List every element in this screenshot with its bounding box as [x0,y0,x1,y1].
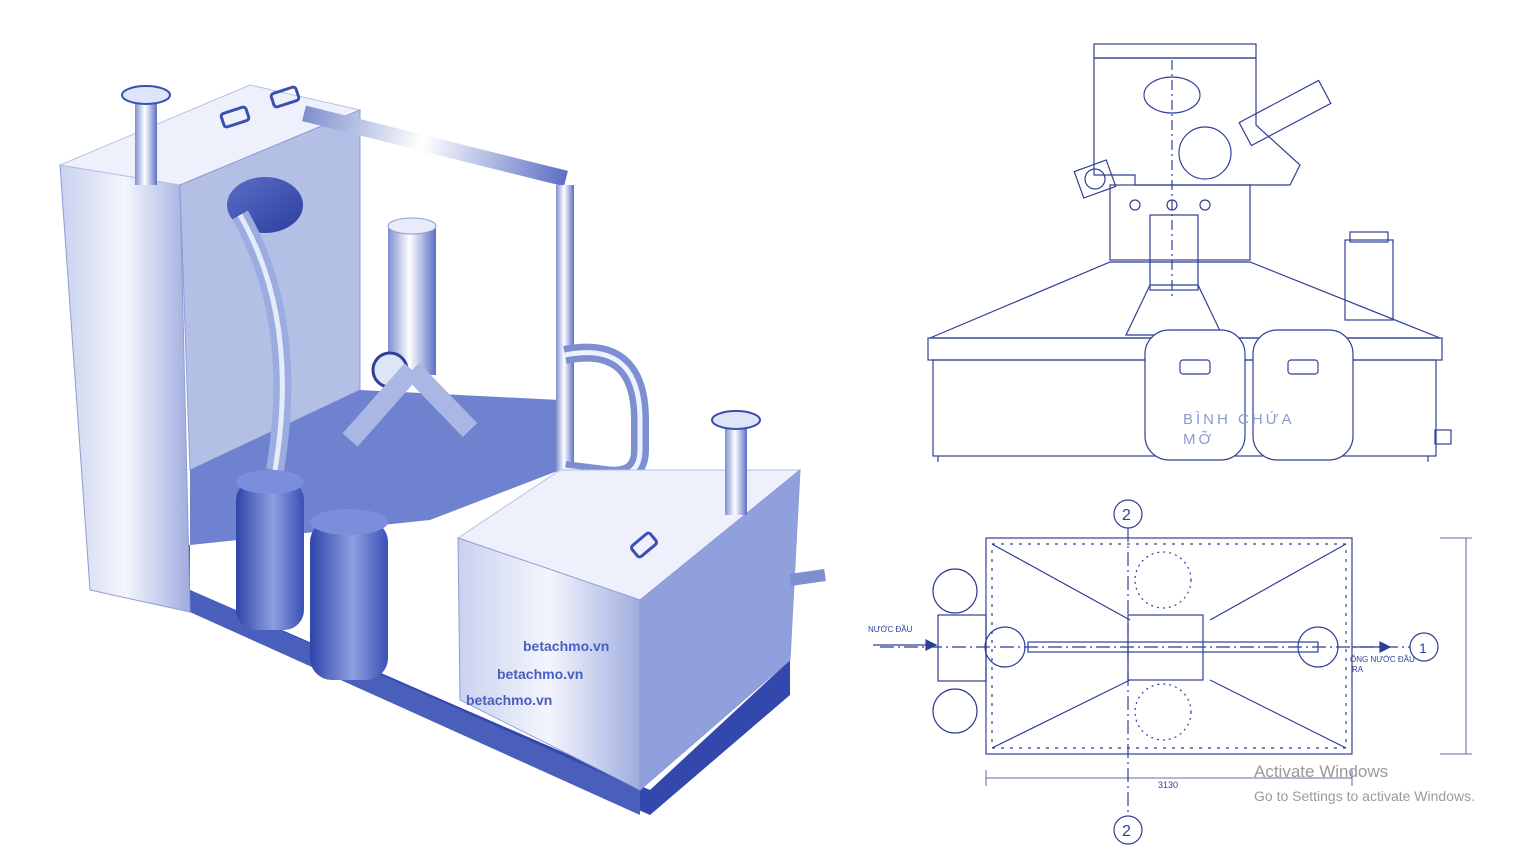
section-marker-top-label: 2 [1122,507,1131,524]
roof [929,261,1441,339]
watermark-3: betachmo.vn [466,692,552,708]
bolt-3 [1199,199,1211,211]
center-column [388,225,436,375]
manhole-top [1134,551,1192,609]
top-manhole [1143,76,1201,114]
tank-label-line1: BÌNH CHỨA [1183,411,1295,428]
valve [1434,429,1452,445]
watermark-1: betachmo.vn [523,638,609,654]
outlet-arrow-head [1379,641,1392,653]
inlet-ring [984,626,1026,668]
hatch-2 [269,85,301,109]
section-marker-bottom [1113,815,1143,845]
section-marker-bottom-label: 2 [1122,823,1131,840]
hatch-3 [630,531,658,559]
diag-2 [1209,543,1347,621]
outlet-label-line2: RA [1352,665,1364,674]
watermark-2: betachmo.vn [497,666,583,682]
outlet-label-line1: ỐNG NƯỚC ĐẦU [1350,654,1415,664]
bolt-1 [1129,199,1141,211]
outlet-ring [1297,626,1339,668]
grease-trap-photo: betachmo.vn betachmo.vn betachmo.vn [58,84,826,815]
round-hatch [1178,126,1232,180]
top-pipe [302,105,568,187]
grease-drum-1 [1144,329,1246,461]
central-pipe [1027,641,1319,653]
drain-outlet [789,569,826,586]
drum-2-top [310,509,388,535]
outlet-riser [725,425,747,515]
section-marker-right-label: 1 [1419,640,1427,656]
drum-1-top [236,470,304,494]
manhole-bottom [1134,683,1192,741]
outlet-flange [711,410,761,430]
pump-top [932,568,978,614]
left-tank-front [59,164,191,613]
column [1109,184,1251,261]
pump-bottom [932,688,978,734]
u-bend-highlight [564,350,643,479]
vent-pipe [135,100,157,185]
diag-duct [1238,79,1332,147]
center-column-top [387,217,437,235]
y-branch [342,363,478,447]
drum-2 [310,520,388,680]
top-cap [1093,43,1257,59]
inlet-arrow-head [925,639,938,651]
pump-body [937,614,987,682]
width-dimension: 3130 [1158,780,1178,790]
elevation-drawing: BÌNH CHỨA MỠ [927,43,1452,462]
diag-3 [991,679,1131,749]
inlet-label: NƯỚC ĐẦU [868,624,913,634]
column-core [1149,214,1199,291]
central-box [1127,614,1204,681]
drum-2-handle [1287,359,1319,375]
hopper [1093,57,1301,186]
motor-top [1349,231,1389,243]
activate-subtitle: Go to Settings to activate Windows. [1254,788,1475,804]
motor-box [1344,239,1394,321]
left-inlet [1073,159,1117,199]
grease-drum-2 [1252,329,1354,461]
left-inlet-ring [1084,168,1106,190]
drum-1 [236,480,304,630]
hose-highlight [237,213,285,471]
activate-title: Activate Windows [1254,762,1389,781]
funnel [1125,284,1223,336]
diag-4 [1209,679,1347,749]
riser-pipe [556,185,574,485]
vent-flange [121,85,171,105]
diag-1 [991,543,1131,621]
plan-drawing: 2 2 1 NƯỚC ĐẦU ỐNG NƯỚC ĐẦU RA [868,499,1472,845]
hatch-1 [219,105,251,129]
tank-label-line2: MỠ [1183,431,1214,448]
activate-windows-watermark: Activate Windows Go to Settings to activ… [1254,762,1475,804]
bolt-2 [1166,199,1178,211]
drum-1-handle [1179,359,1211,375]
plan-inner [991,543,1347,749]
